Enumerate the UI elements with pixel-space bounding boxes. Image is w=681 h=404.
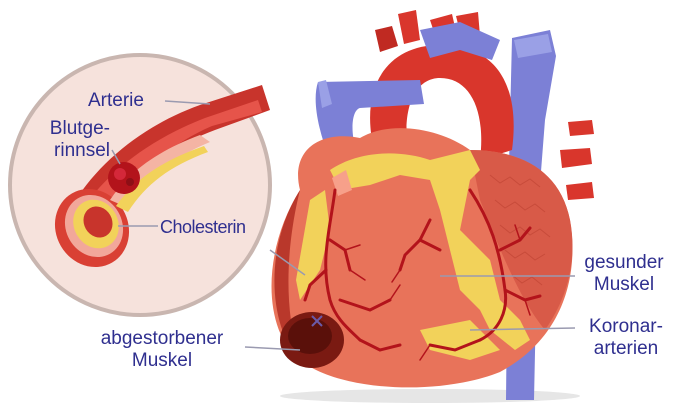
label-blutgerinnsel: Blutge- rinnsel bbox=[22, 118, 110, 162]
heart-illustration bbox=[272, 10, 595, 403]
label-abgestorbener-muskel-line2: Muskel bbox=[80, 350, 244, 372]
label-gesunder-muskel-line2: Muskel bbox=[576, 274, 672, 296]
label-koronararterien-line1: Koronar- bbox=[578, 316, 674, 338]
label-blutgerinnsel-line2: rinnsel bbox=[22, 140, 110, 162]
label-gesunder-muskel-line1: gesunder bbox=[576, 252, 672, 274]
label-arterie: Arterie bbox=[88, 90, 144, 112]
label-koronararterien: Koronar- arterien bbox=[578, 316, 674, 360]
label-gesunder-muskel: gesunder Muskel bbox=[576, 252, 672, 296]
label-cholesterin: Cholesterin bbox=[160, 216, 246, 238]
label-abgestorbener-muskel-line1: abgestorbener bbox=[80, 328, 244, 350]
label-abgestorbener-muskel: abgestorbener Muskel bbox=[80, 328, 244, 372]
label-blutgerinnsel-line1: Blutge- bbox=[22, 118, 110, 140]
label-koronararterien-line2: arterien bbox=[578, 338, 674, 360]
